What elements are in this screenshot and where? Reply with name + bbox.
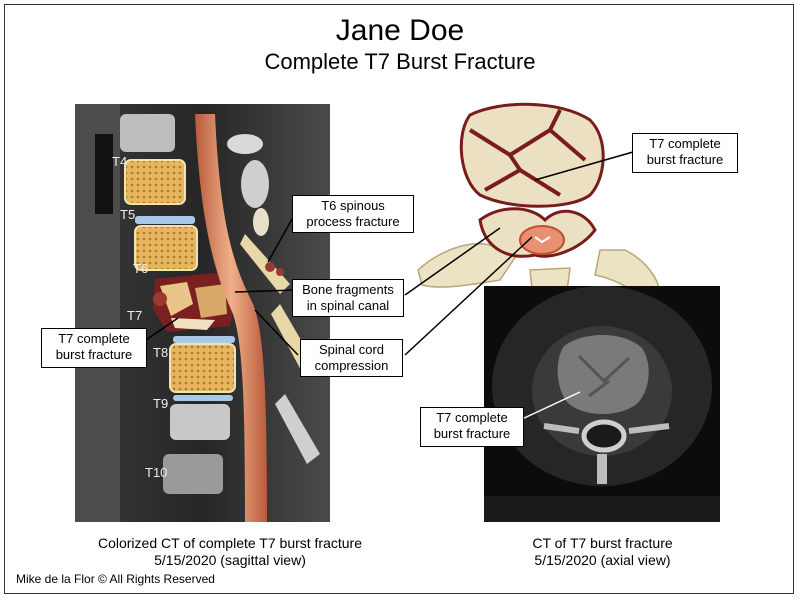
diagnosis-title: Complete T7 Burst Fracture [264, 49, 536, 74]
patient-name: Jane Doe [335, 14, 465, 47]
vertebra-label-t10: T10 [145, 465, 168, 480]
vertebra-label-t9: T9 [153, 396, 169, 411]
figure-frame [4, 4, 794, 594]
vertebra-label-t4: T4 [112, 154, 128, 169]
copyright-notice: Mike de la Flor © All Rights Reserved [16, 572, 215, 586]
caption-axial: CT of T7 burst fracture 5/15/2020 (axial… [532, 535, 673, 568]
callout-bone-fragments: Bone fragments in spinal canal [292, 279, 404, 317]
vertebra-label-t8: T8 [153, 345, 169, 360]
callout-t7-burst-fracture-axial: T7 complete burst fracture [420, 407, 524, 447]
axial-ct-graphic [484, 286, 720, 522]
vertebra-label-t7: T7 [127, 308, 143, 323]
axial-ct-image [484, 286, 720, 522]
sagittal-ct-graphic [75, 104, 330, 522]
sagittal-ct-image [75, 104, 330, 522]
callout-t7-burst-fracture-illustration: T7 complete burst fracture [632, 133, 738, 173]
callout-t7-burst-fracture-sagittal: T7 complete burst fracture [41, 328, 147, 368]
callout-t6-spinous-fracture: T6 spinous process fracture [292, 195, 414, 233]
caption-sagittal: Colorized CT of complete T7 burst fractu… [97, 535, 363, 568]
vertebra-label-t5: T5 [120, 207, 136, 222]
callout-spinal-cord-compression: Spinal cord compression [300, 339, 403, 377]
vertebra-label-t6: T6 [133, 261, 149, 276]
